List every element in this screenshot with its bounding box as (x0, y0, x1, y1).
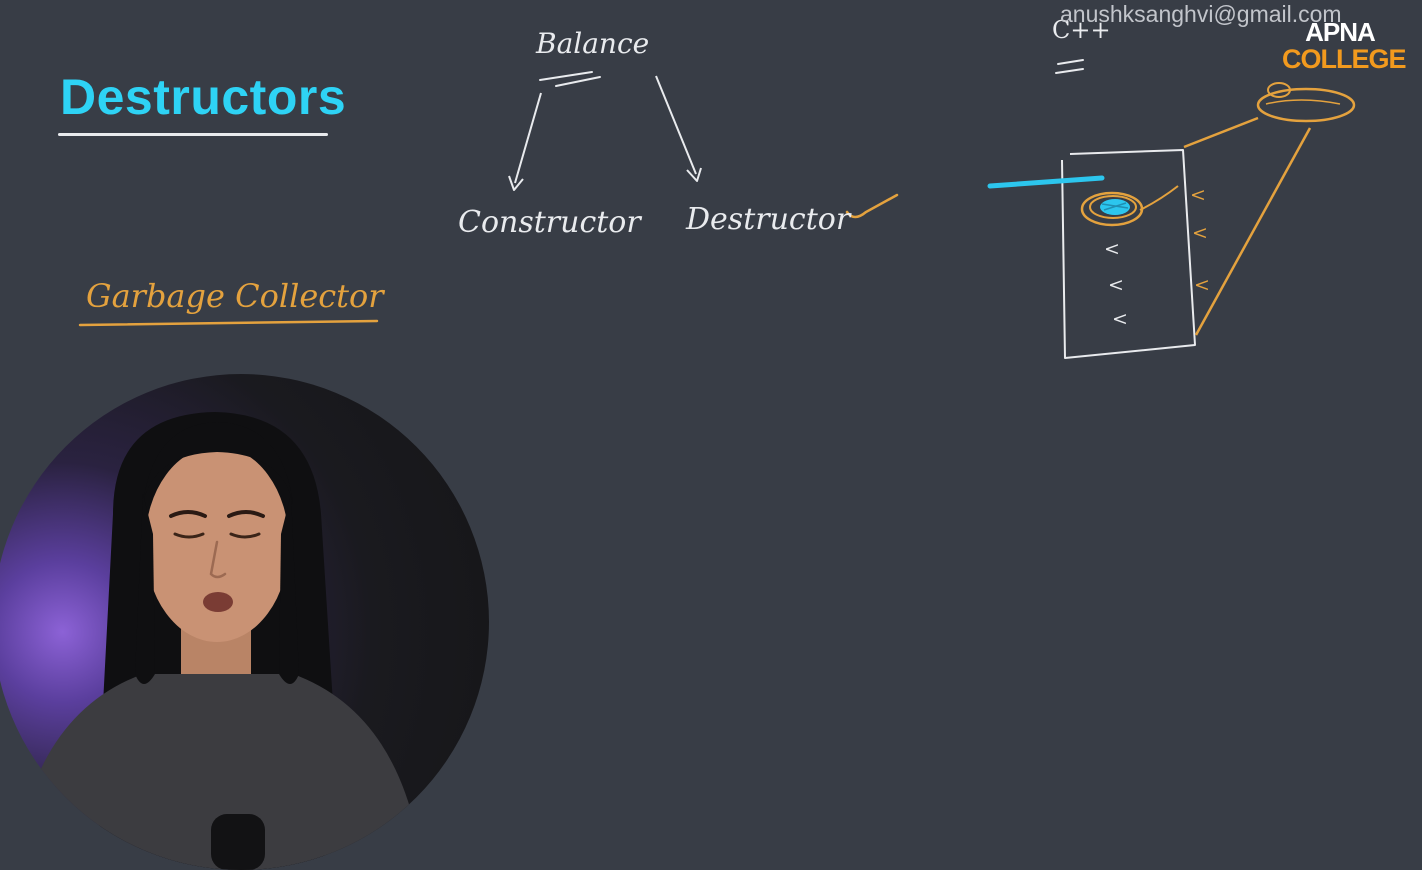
heap-object-icon (1080, 191, 1144, 227)
logo-line-2: COLLEGE (1282, 44, 1407, 74)
stack-mark: < (1192, 222, 1208, 244)
slide-title: Destructors (60, 69, 347, 125)
balance-label: Balance (536, 27, 650, 60)
memory-stack-icon (1061, 149, 1196, 359)
presenter-figure (13, 412, 423, 870)
logo-line-1: APNA (1305, 17, 1376, 47)
email-watermark: anushksanghvi@gmail.com (1060, 1, 1342, 27)
arrow-icon (655, 75, 702, 182)
cpp-label: C++ (1052, 16, 1111, 44)
title-underline (58, 133, 328, 136)
garbage-collector-label: Garbage Collector (86, 277, 384, 315)
destructor-label: Destructor (686, 202, 851, 237)
arrow-icon (508, 92, 542, 191)
handwritten-strokes (78, 59, 1356, 359)
stack-mark: < (1190, 184, 1206, 206)
heap-object-icon (1256, 82, 1356, 123)
apna-college-logo: APNA COLLEGE (1282, 17, 1407, 74)
constructor-label: Constructor (458, 205, 641, 240)
stack-mark: < (1104, 238, 1120, 260)
presenter-webcam (0, 374, 489, 870)
stack-mark: < (1194, 274, 1210, 296)
stack-mark: < (1108, 274, 1124, 296)
stack-mark: < (1112, 308, 1128, 330)
